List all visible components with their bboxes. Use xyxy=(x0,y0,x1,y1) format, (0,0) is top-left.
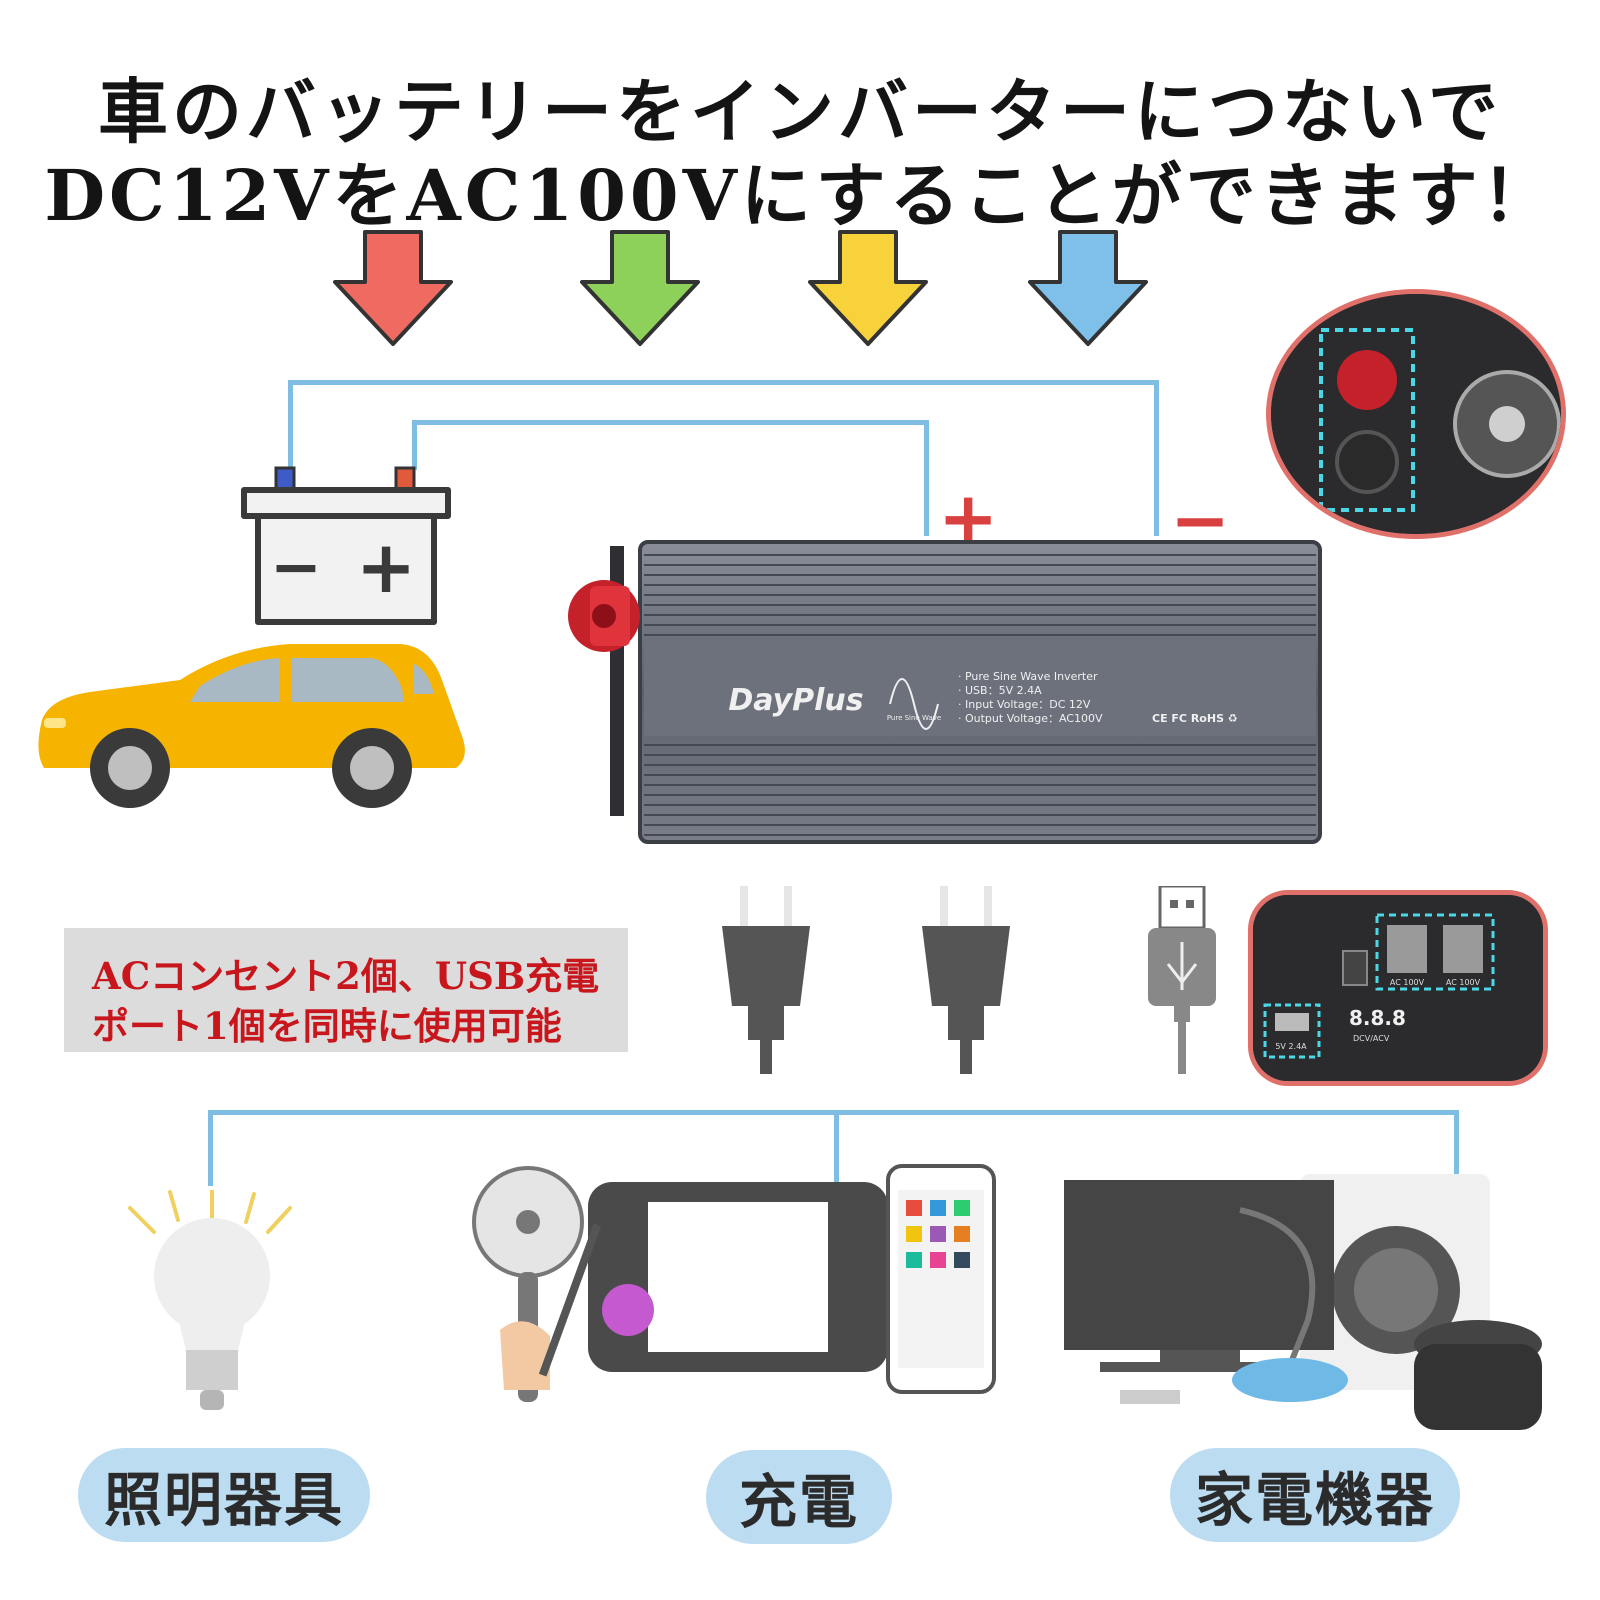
arrow-blue-shape xyxy=(1028,230,1148,346)
headline-line-1: 車のバッテリーをインバーターにつないで xyxy=(98,70,1502,153)
arrow-down-icon-green xyxy=(580,230,700,346)
ac-plug-icon-2 xyxy=(922,886,1010,1074)
plugs-row xyxy=(722,886,1216,1074)
car-icon xyxy=(38,644,465,808)
battery-icon: − + xyxy=(241,466,451,625)
rice-cooker-icon xyxy=(1414,1320,1542,1430)
callout-line-1: ACコンセント2個、USB充電 xyxy=(92,954,600,998)
terminals-closeup xyxy=(1271,294,1561,534)
charging-devices-icon xyxy=(472,1164,996,1402)
wire-outer-right xyxy=(1154,380,1159,536)
wire-bottom-right xyxy=(1454,1110,1459,1186)
inverter-brand: DayPlus xyxy=(728,683,863,718)
panel-display: 8.8.8 xyxy=(1349,1006,1406,1030)
arrow-down-icon-yellow xyxy=(808,230,928,346)
panel-ac-label-2: AC 100V xyxy=(1446,978,1481,987)
panel-display-label: DCV/ACV xyxy=(1353,1034,1390,1043)
battery-plus-label: + xyxy=(356,525,416,609)
callout-line-2: ポート1個を同時に使用可能 xyxy=(92,1004,562,1048)
arrow-down-icon-red xyxy=(333,230,453,346)
inverter-certs: CE FC RoHS ♻ xyxy=(1152,712,1238,725)
arrow-green-shape xyxy=(580,230,700,346)
zoom-panel-inset: AC 100V AC 100V 8.8.8 DCV/ACV 5V 2.4A xyxy=(1248,890,1548,1086)
outlet-panel-closeup: AC 100V AC 100V 8.8.8 DCV/ACV 5V 2.4A xyxy=(1253,895,1543,1081)
vacuum-cleaner-icon xyxy=(1120,1207,1348,1404)
wire-bottom-left xyxy=(208,1110,213,1186)
category-lighting: 照明器具 xyxy=(78,1448,370,1542)
wire-inner-top xyxy=(412,420,928,425)
panel-ac-label-1: AC 100V xyxy=(1390,978,1425,987)
inverter-wave-caption: Pure Sine Wave xyxy=(887,714,941,722)
wire-inner-left xyxy=(412,420,417,470)
headline-line-2: DC12VをAC100Vにすることができます！ xyxy=(44,154,1556,237)
battery-minus-label: − xyxy=(270,530,322,603)
ac-plug-icon-1 xyxy=(722,886,810,1074)
panel-usb-label: 5V 2.4A xyxy=(1275,1042,1307,1051)
inverter-spec-4: · Output Voltage：AC100V xyxy=(958,712,1103,725)
drawing-tablet-icon xyxy=(538,1182,888,1377)
smartphone-icon xyxy=(886,1164,996,1394)
wire-bottom-mid xyxy=(834,1110,839,1186)
inverter-spec-1: · Pure Sine Wave Inverter xyxy=(958,670,1098,683)
wire-outer-top xyxy=(288,380,1158,385)
arrow-down-icon-blue xyxy=(1028,230,1148,346)
wire-outer-left xyxy=(288,380,293,470)
inverter-spec-3: · Input Voltage：DC 12V xyxy=(958,698,1091,711)
arrows-row xyxy=(333,230,1148,346)
category-appliances: 家電機器 xyxy=(1170,1448,1460,1542)
inverter-spec-2: · USB：5V 2.4A xyxy=(958,684,1042,697)
handheld-fan-icon xyxy=(472,1166,584,1402)
television-icon xyxy=(1064,1180,1334,1372)
category-charging: 充電 xyxy=(706,1450,892,1544)
zoom-terminals-inset xyxy=(1266,289,1566,539)
arrow-yellow-shape xyxy=(808,230,928,346)
home-appliances-icon xyxy=(1064,1174,1542,1430)
inverter-device: DayPlus Pure Sine Wave · Pure Sine Wave … xyxy=(568,540,1322,844)
wire-inner-right xyxy=(924,420,929,536)
light-bulb-icon xyxy=(128,1190,292,1410)
wire-bottom-bar xyxy=(208,1110,1458,1115)
callout-box: ACコンセント2個、USB充電 ポート1個を同時に使用可能 xyxy=(64,928,628,1052)
usb-plug-icon xyxy=(1148,886,1216,1074)
arrow-red-shape xyxy=(333,230,453,346)
